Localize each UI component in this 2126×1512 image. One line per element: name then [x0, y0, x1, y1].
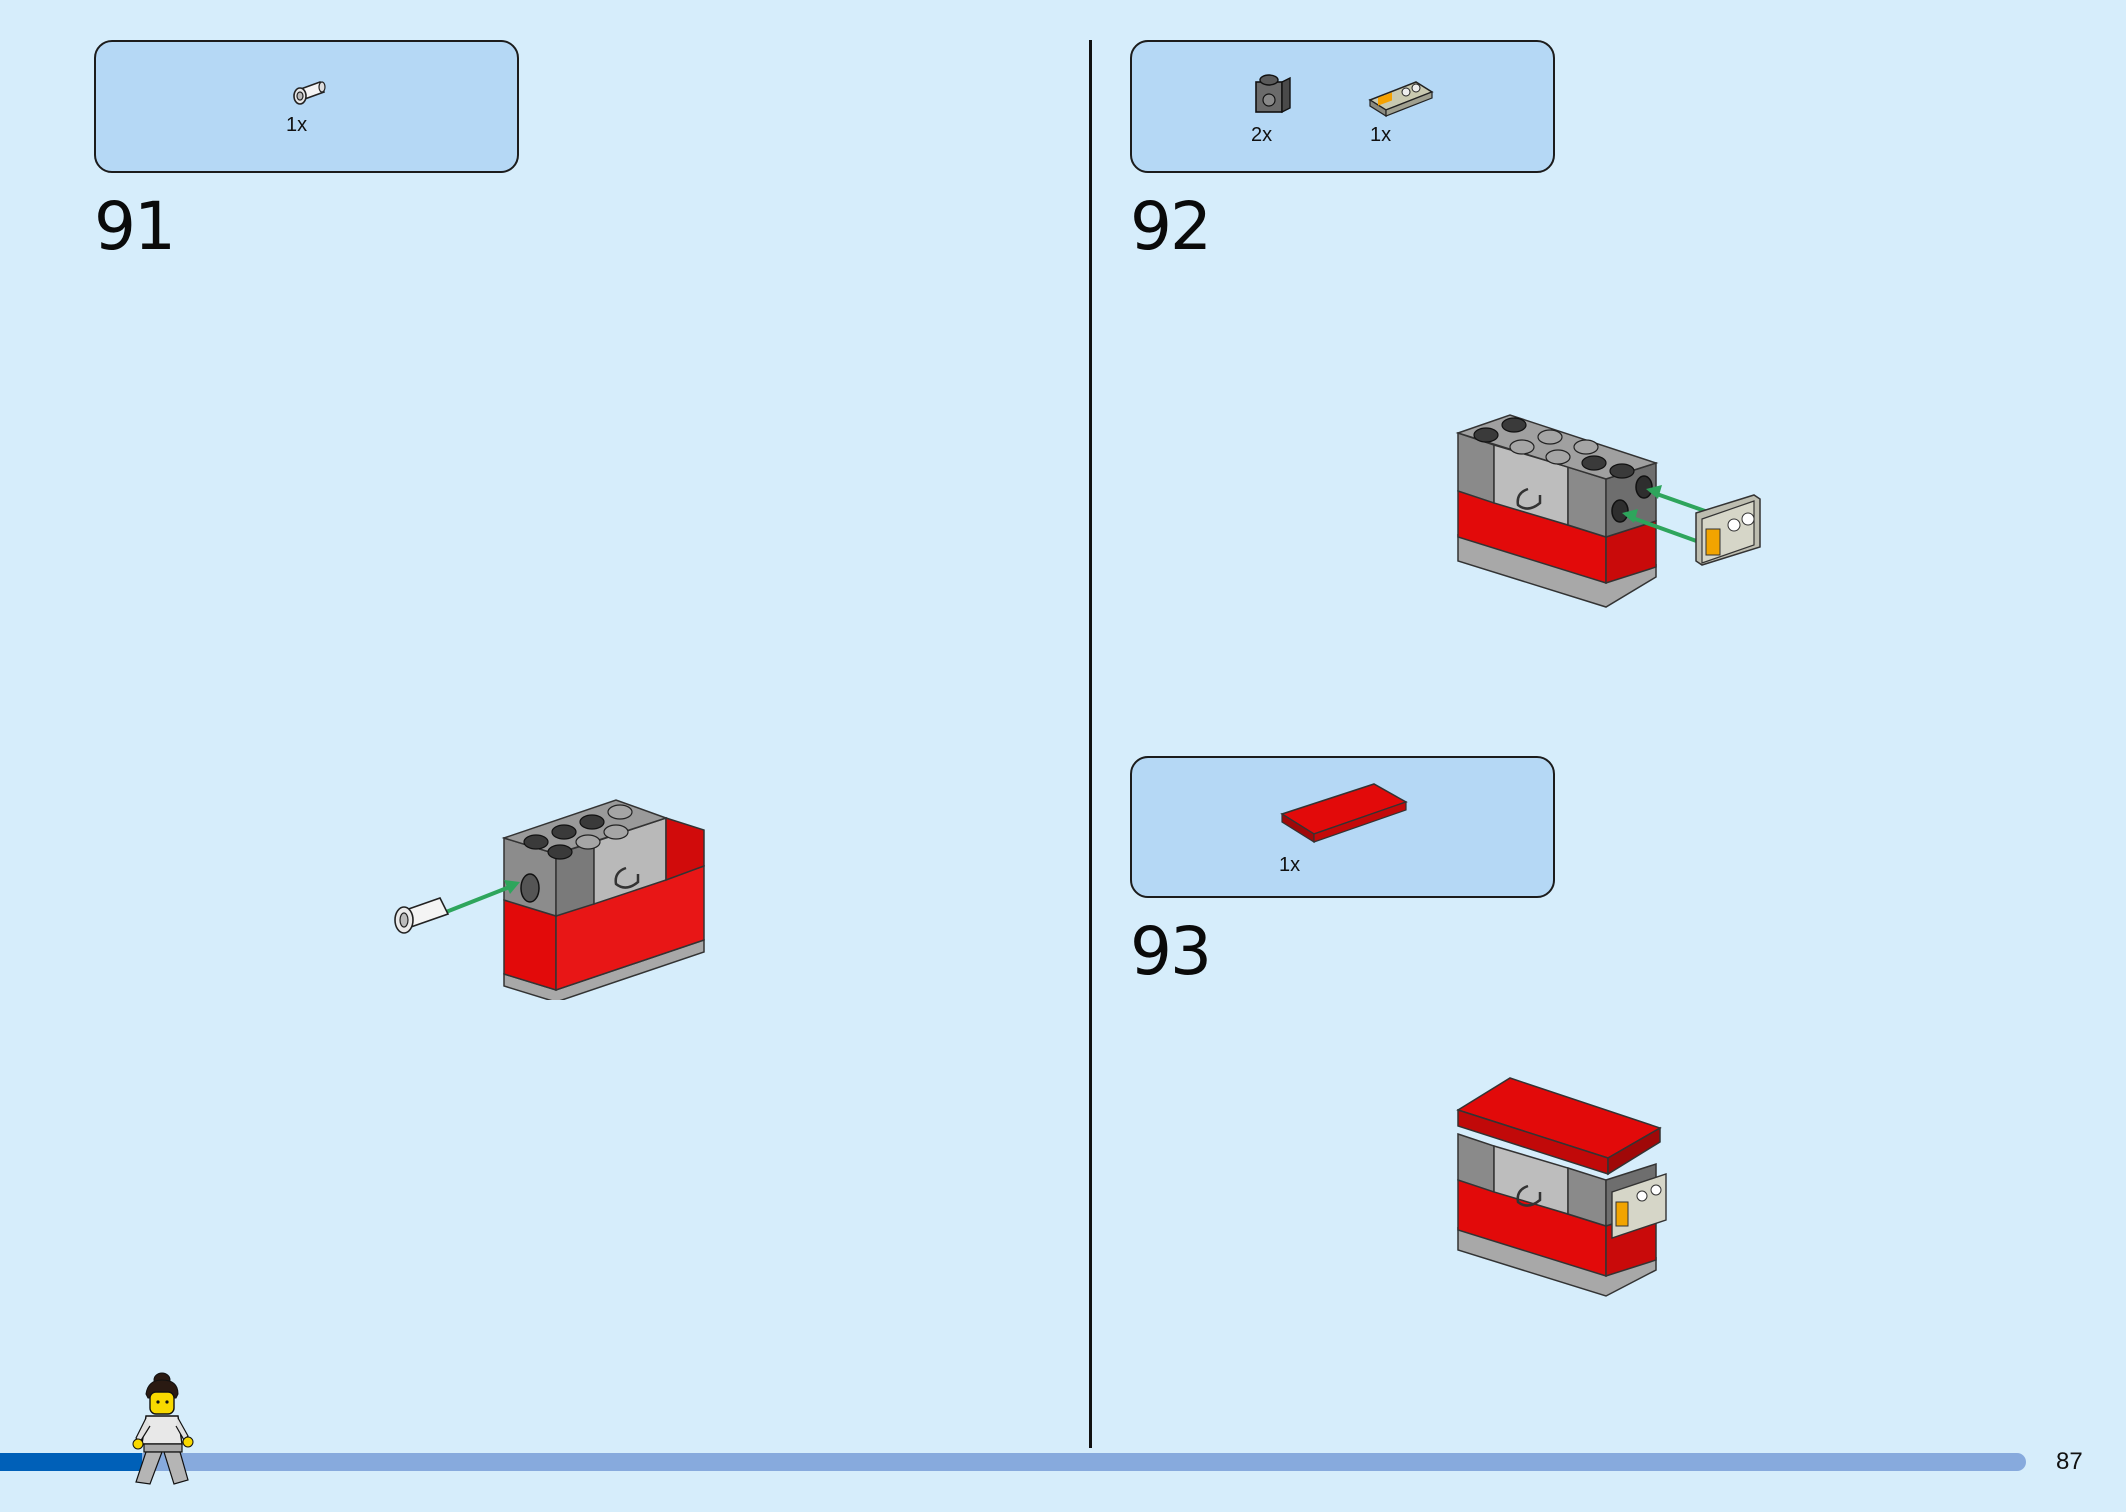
step-91-assembly-illustration — [394, 799, 705, 1000]
minifigure-progress-icon — [132, 1372, 194, 1485]
part-quantity: 1x — [286, 114, 308, 136]
part-quantity: 1x — [1370, 124, 1392, 146]
progress-bar-fill — [0, 1453, 142, 1471]
dark-gray-bracket-brick-icon — [1255, 74, 1291, 114]
parts-callout-step-92: 2x 1x — [1130, 40, 1555, 173]
page-divider — [1089, 40, 1092, 1448]
step-number-93: 93 — [1130, 913, 1212, 990]
printed-control-panel-tile-icon — [1368, 81, 1434, 118]
step-number-92: 92 — [1130, 188, 1212, 265]
step-number-91: 91 — [94, 188, 176, 265]
parts-callout-step-91: 1x — [94, 40, 519, 173]
step-92-assembly-illustration — [1455, 414, 1761, 608]
page-number: 87 — [2056, 1448, 2083, 1475]
step-93-assembly-illustration — [1456, 1077, 1667, 1297]
red-2x4-tile-icon — [1280, 783, 1408, 844]
white-pin-connector-icon — [293, 80, 326, 105]
part-quantity: 2x — [1251, 124, 1273, 146]
part-quantity: 1x — [1279, 854, 1301, 876]
parts-callout-step-93: 1x — [1130, 756, 1555, 898]
progress-bar-track — [0, 1453, 2026, 1471]
